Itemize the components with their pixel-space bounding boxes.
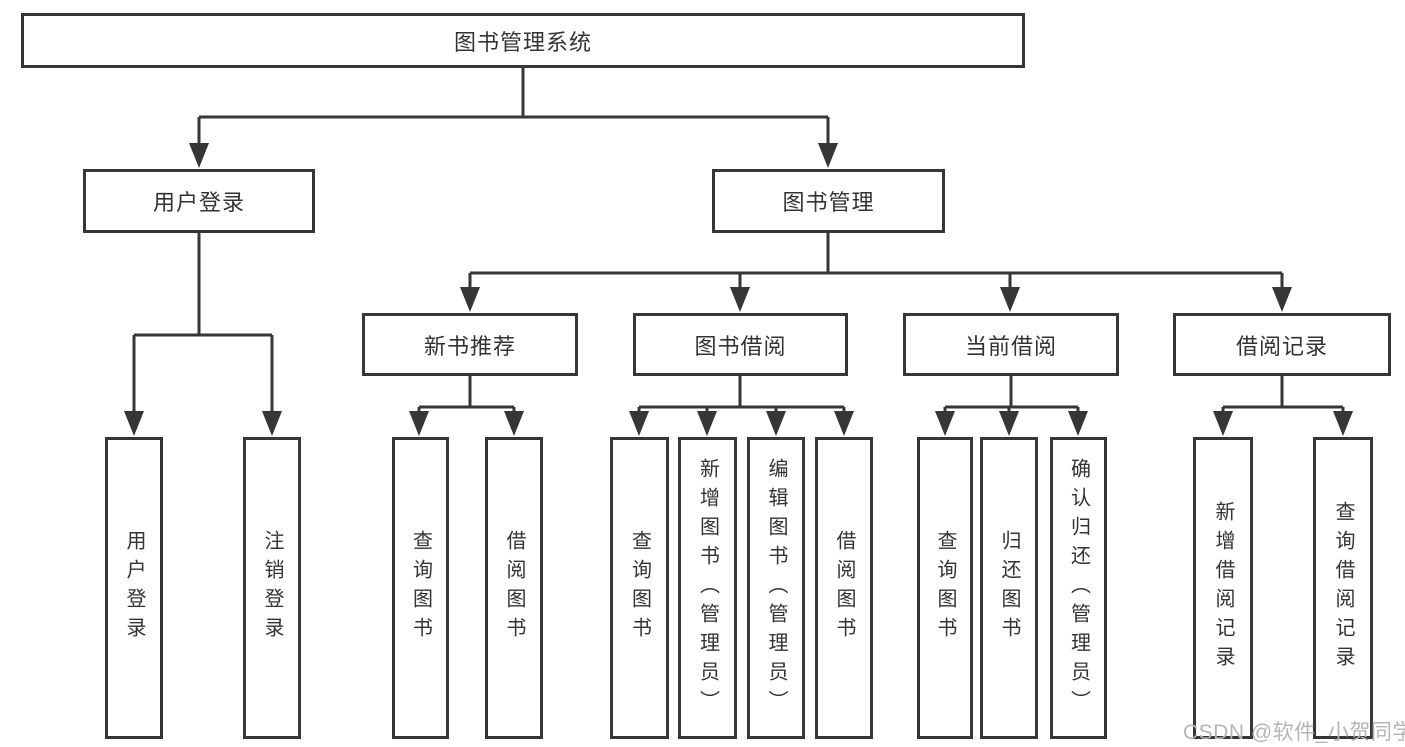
arrowheads bbox=[124, 143, 1353, 436]
node-root-system: 图书管理系统 bbox=[21, 13, 1025, 68]
leaf-user-login: 用户登录 bbox=[105, 437, 163, 739]
node-borrowing-records: 借阅记录 bbox=[1173, 313, 1391, 376]
node-user-login: 用户登录 bbox=[83, 169, 315, 233]
node-book-management: 图书管理 bbox=[712, 169, 945, 233]
leaf-current-confirm-return: 确认归还（管理员） bbox=[1050, 437, 1107, 739]
node-current-borrowing: 当前借阅 bbox=[903, 313, 1119, 376]
leaf-borrowing-borrow-book: 借阅图书 bbox=[815, 437, 873, 739]
leaf-current-query-book: 查询图书 bbox=[917, 437, 973, 739]
leaf-recommend-borrow-book: 借阅图书 bbox=[485, 437, 543, 739]
leaf-borrowing-query-book: 查询图书 bbox=[610, 437, 669, 739]
leaf-records-query-record: 查询借阅记录 bbox=[1313, 437, 1373, 739]
leaf-current-return-book: 归还图书 bbox=[980, 437, 1038, 739]
leaf-records-add-record: 新增借阅记录 bbox=[1193, 437, 1253, 739]
leaf-borrowing-edit-book: 编辑图书（管理员） bbox=[747, 437, 805, 739]
leaf-borrowing-add-book: 新增图书（管理员） bbox=[678, 437, 737, 739]
leaf-recommend-query-book: 查询图书 bbox=[392, 437, 449, 739]
csdn-watermark: CSDN @软件_小贺同学 bbox=[1183, 721, 1405, 744]
node-book-borrowing: 图书借阅 bbox=[633, 313, 848, 376]
node-new-book-recommend: 新书推荐 bbox=[362, 313, 578, 376]
leaf-logout: 注销登录 bbox=[243, 437, 301, 739]
